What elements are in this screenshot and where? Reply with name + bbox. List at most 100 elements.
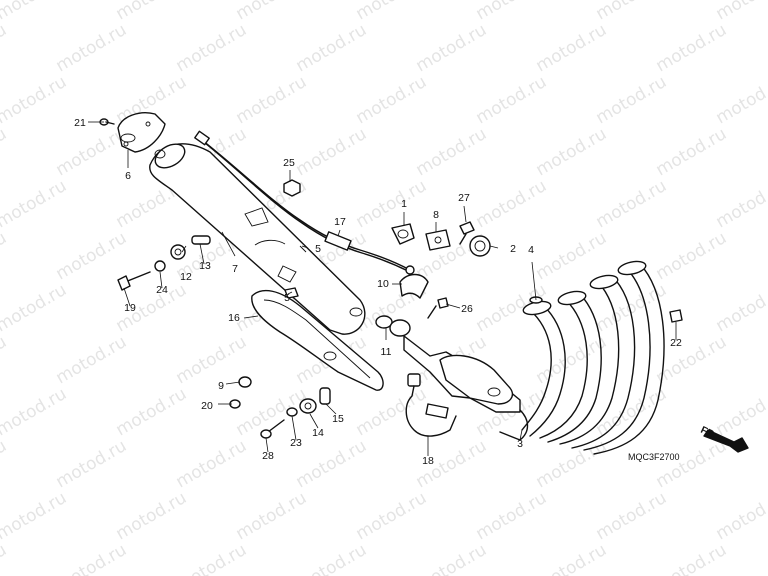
watermark-text: motod.ru [473, 0, 551, 24]
watermark-text: motod.ru [113, 0, 191, 24]
left-hardware-drawing [117, 235, 299, 299]
watermark-text: motod.ru [113, 384, 191, 440]
cable-drawing [194, 130, 415, 275]
watermark-text: motod.ru [233, 0, 311, 24]
watermark-text: motod.ru [713, 176, 768, 232]
watermark-text: motod.ru [233, 384, 311, 440]
part-label-19: 19 [124, 302, 136, 314]
watermark-text: motod.ru [353, 488, 431, 544]
watermark-text: motod.ru [233, 72, 311, 128]
watermark-text: motod.ru [593, 0, 671, 24]
center-pipe-drawing [403, 335, 521, 413]
watermark-text: motod.ru [593, 384, 671, 440]
collar-parts-drawing [229, 315, 411, 439]
watermark-text: motod.ru [533, 332, 611, 388]
watermark-text: motod.ru [533, 124, 611, 180]
watermark-text: motod.ru [293, 124, 371, 180]
watermark-text: motod.ru [173, 332, 251, 388]
watermark-text: motod.ru [593, 72, 671, 128]
watermark-text: motod.ru [713, 384, 768, 440]
part-label-10: 10 [377, 278, 389, 290]
watermark-text: motod.ru [713, 280, 768, 336]
watermark-text: motod.ru [533, 20, 611, 76]
watermark-text: motod.ru [593, 488, 671, 544]
watermark-text: motod.ru [713, 488, 768, 544]
watermark-text: motod.ru [53, 20, 131, 76]
part-label-24: 24 [156, 284, 168, 296]
part-label-7: 7 [232, 263, 238, 275]
watermark-text: motod.ru [533, 228, 611, 284]
watermark-text: motod.ru [653, 436, 731, 492]
watermark-text: motod.ru [53, 436, 131, 492]
watermark-text: motod.ru [0, 124, 10, 180]
watermark-text: motod.ru [53, 228, 131, 284]
watermark-text: motod.ru [0, 176, 70, 232]
watermark-text: motod.ru [293, 436, 371, 492]
watermark-text: motod.ru [293, 20, 371, 76]
part-number-labels: 21 6 25 1 27 8 2 17 5 12 13 7 24 10 4 19… [74, 117, 682, 467]
part-label-27: 27 [458, 192, 470, 204]
watermark-text: motod.ru [293, 540, 371, 576]
part-label-2: 2 [510, 243, 516, 255]
watermark-text: motod.ru [713, 0, 768, 24]
watermark-text: motod.ru [0, 72, 70, 128]
watermark-text: motod.ru [0, 20, 10, 76]
part-label-1: 1 [401, 198, 407, 210]
watermark-text: motod.ru [53, 540, 131, 576]
watermark-text: motod.ru [353, 72, 431, 128]
part-label-28: 28 [262, 450, 274, 462]
part-label-11: 11 [381, 346, 392, 358]
part-label-18: 18 [422, 455, 434, 467]
part-label-25: 25 [283, 157, 295, 169]
watermark-text: motod.ru [173, 436, 251, 492]
part-label-15: 15 [332, 413, 344, 425]
watermark-text: motod.ru [533, 436, 611, 492]
o2-sensor-drawing [405, 373, 457, 437]
part-label-20: 20 [201, 400, 213, 412]
header-pipes-drawing [499, 260, 683, 455]
part-label-9: 9 [218, 380, 224, 392]
watermark-text: motod.ru [0, 0, 70, 24]
part-label-12: 12 [180, 271, 192, 283]
watermark-text: motod.ru [53, 332, 131, 388]
watermark-text: motod.ru [473, 176, 551, 232]
watermark-text: motod.ru [653, 20, 731, 76]
end-cap-drawing [117, 112, 166, 153]
part-label-21: 21 [74, 117, 86, 129]
part-label-17: 17 [334, 216, 346, 228]
watermark-text: motod.ru [353, 384, 431, 440]
part-label-5-lower: 5 [284, 292, 290, 304]
watermark-text: motod.ru [353, 176, 431, 232]
muffler-drawing [149, 143, 366, 335]
part-label-4: 4 [528, 244, 534, 256]
watermark-text: motod.ru [113, 488, 191, 544]
part-label-23: 23 [290, 437, 302, 449]
watermark-text: motod.ru [653, 124, 731, 180]
watermark-text: motod.ru [0, 384, 70, 440]
watermark-text: motod.ru [353, 0, 431, 24]
watermark-text: motod.ru [0, 228, 10, 284]
watermark-text: motod.ru [653, 540, 731, 576]
watermark-text: motod.ru [173, 20, 251, 76]
watermark-text: motod.ru [0, 332, 10, 388]
watermark-text: motod.ru [533, 540, 611, 576]
watermark-text: motod.ru [0, 488, 70, 544]
part-label-16: 16 [228, 312, 240, 324]
watermark-text: motod.ru [413, 20, 491, 76]
watermark-text: motod.ru [593, 176, 671, 232]
watermark-text: motod.ru [173, 540, 251, 576]
part-label-14: 14 [312, 427, 324, 439]
watermark-text: motod.ru [713, 72, 768, 128]
watermark-text: motod.ru [653, 228, 731, 284]
part-label-8: 8 [433, 209, 439, 221]
part-label-5-upper: 5 [315, 243, 321, 255]
part-label-13: 13 [199, 260, 211, 272]
watermark-text: motod.ru [413, 124, 491, 180]
part-label-22: 22 [670, 337, 682, 349]
watermark-text: motod.ru [413, 540, 491, 576]
leader-lines [88, 121, 677, 456]
part-label-26: 26 [461, 303, 473, 315]
part-label-3: 3 [517, 438, 523, 450]
heat-shield-drawing [251, 289, 384, 391]
